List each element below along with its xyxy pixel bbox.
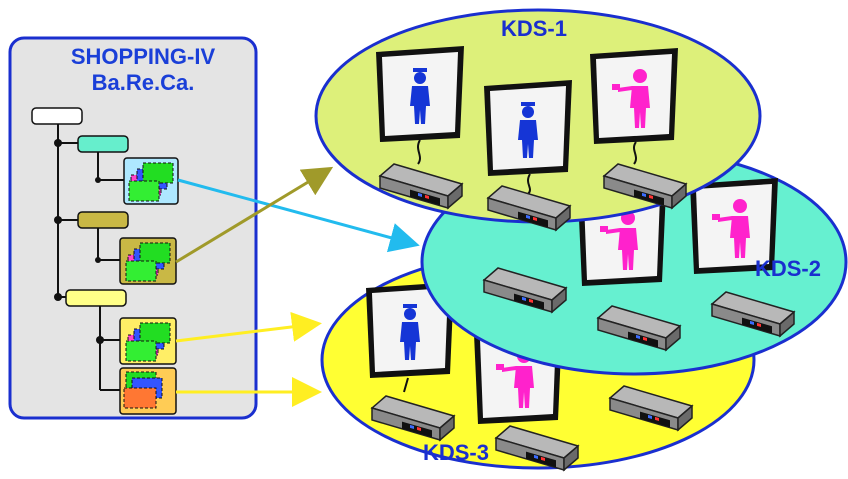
monitor-icon [590,48,678,144]
tree-group-node-2[interactable] [77,211,129,229]
folder-tile-2[interactable] [119,237,177,285]
tree-root-node[interactable] [31,107,83,125]
folder-tile-3[interactable] [119,317,177,365]
tree-group-node-3[interactable] [65,289,127,307]
panel-title-line1: SHOPPING-IV [71,44,216,69]
arrow-connector-cyan [177,178,420,253]
monitor-icon [484,80,572,176]
tree-group-node-1[interactable] [77,135,129,153]
kds-3-label: KDS-3 [423,440,489,465]
panel-title-line2: Ba.Re.Ca. [92,70,195,95]
arrow-connector-olive [175,166,334,264]
kds-2-label: KDS-2 [755,256,821,281]
kds-1-cluster: KDS-1 [314,8,762,231]
arrow-connector-yellow-1 [175,312,322,343]
monitor-icon [376,46,464,142]
folder-tile-1[interactable] [123,157,179,205]
shopping-panel: SHOPPING-IV Ba.Re.Ca. [8,36,258,420]
folder-tile-4[interactable] [119,367,177,415]
arrows [175,166,420,407]
kds-1-label: KDS-1 [501,16,567,41]
